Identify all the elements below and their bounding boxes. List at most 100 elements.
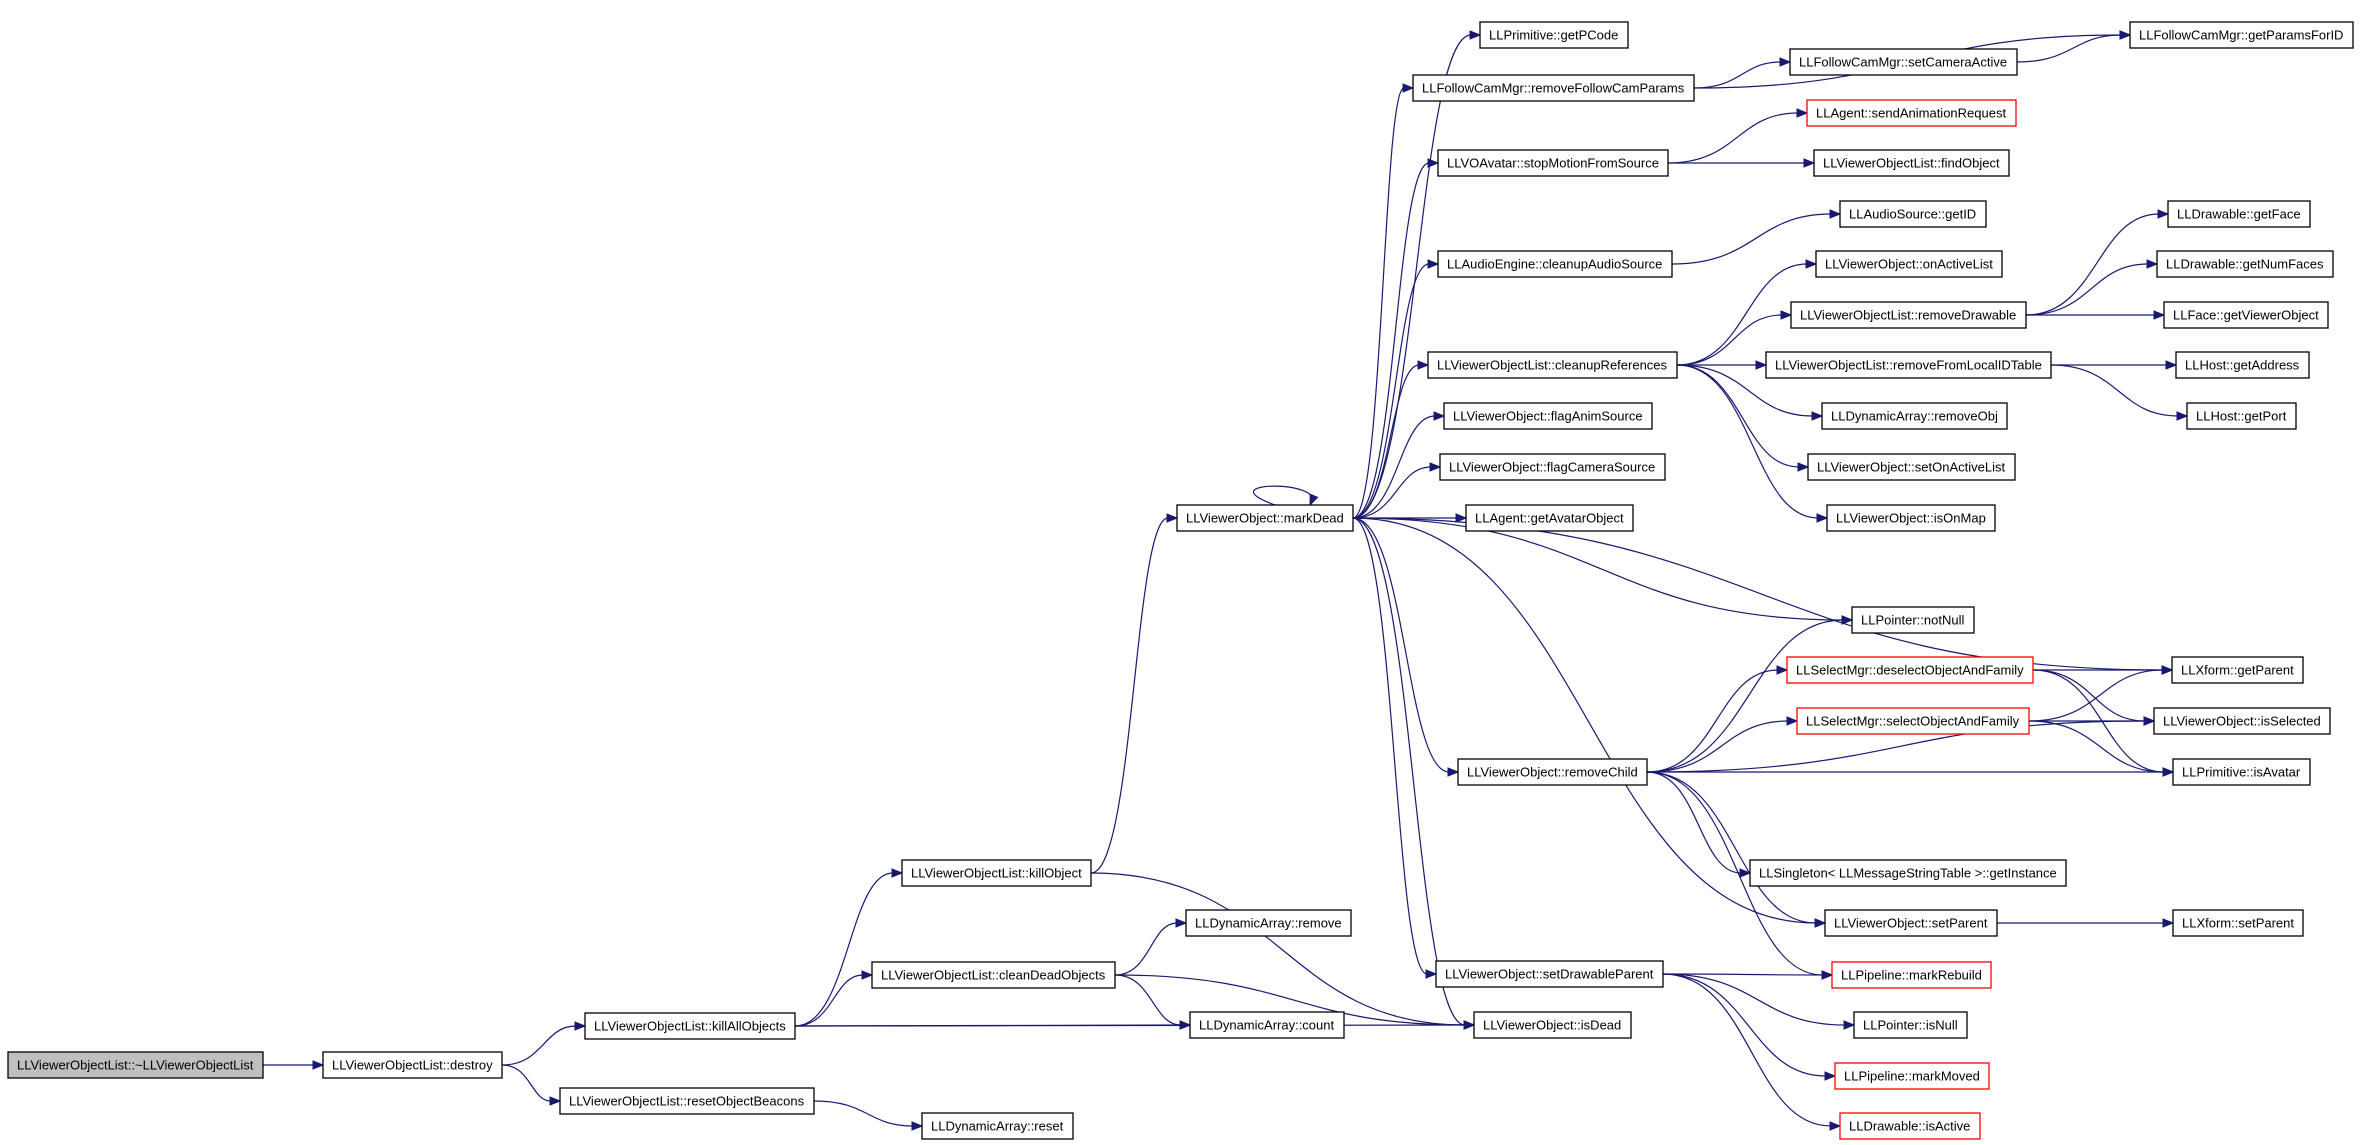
node-llxform-getparent[interactable]: LLXform::getParent (2171, 656, 2304, 684)
node-label: LLDrawable::getNumFaces (2166, 257, 2324, 272)
node-box (1465, 504, 1634, 532)
node-llviewerobjectlist-killallobjects[interactable]: LLViewerObjectList::killAllObjects (584, 1012, 796, 1040)
node-label: LLPointer::isNull (1863, 1018, 1958, 1033)
node-llhost-getaddress[interactable]: LLHost::getAddress (2175, 351, 2310, 379)
edge-n10-n16 (1352, 411, 1446, 519)
edge-n28-n44 (2026, 310, 2166, 320)
node-llpointer-isnull[interactable]: LLPointer::isNull (1853, 1011, 1968, 1039)
node-label: LLPrimitive::isAvatar (2182, 765, 2301, 780)
node-label: LLViewerObject::isSelected (2163, 714, 2321, 729)
edge-n19-n33 (1646, 615, 1854, 773)
node-llviewerobject-isdead[interactable]: LLViewerObject::isDead (1473, 1011, 1632, 1039)
edge-n15-n28 (1676, 310, 1793, 366)
edge-n15-n29 (1677, 360, 1768, 370)
node-box (2171, 656, 2304, 684)
node-llviewerobject-removechild[interactable]: LLViewerObject::removeChild (1457, 758, 1648, 786)
edge-n10-n12 (1352, 83, 1415, 519)
node-llpipeline-markmoved[interactable]: LLPipeline::markMoved (1834, 1062, 1990, 1090)
node-llhost-getport[interactable]: LLHost::getPort (2186, 402, 2297, 430)
node-llpipeline-markrebuild[interactable]: LLPipeline::markRebuild (1831, 961, 1992, 989)
node-box (1806, 99, 2017, 127)
node-lldynamicarray-remove[interactable]: LLDynamicArray::remove (1185, 909, 1352, 937)
node-llselectmgr-deselectobjectandfamily[interactable]: LLSelectMgr::deselectObjectAndFamily (1786, 656, 2034, 684)
node-box (2186, 402, 2297, 430)
node-box (901, 859, 1092, 887)
node-lldynamicarray-reset[interactable]: LLDynamicArray::reset (921, 1112, 1074, 1140)
node-box (2129, 21, 2354, 49)
edge-n19-n37 (1646, 771, 1827, 928)
node-box (1853, 1011, 1968, 1039)
node-label: LLViewerObject::setOnActiveList (1817, 460, 2005, 475)
node-llpointer-notnull[interactable]: LLPointer::notNull (1851, 606, 1975, 634)
edge-n20-n40 (1662, 973, 1837, 1081)
node-llviewerobjectlist-findobject[interactable]: LLViewerObjectList::findObject (1813, 149, 2010, 177)
node-box (921, 1112, 1074, 1140)
node-label: LLDynamicArray::removeObj (1831, 409, 1998, 424)
node-box (2172, 758, 2311, 786)
edge-n10-n13 (1352, 158, 1440, 519)
edge-n37-n50 (1996, 918, 2175, 928)
node-label: LLViewerObject::markDead (1186, 511, 1344, 526)
node-llfollowcammgr-removefollowcamparams[interactable]: LLFollowCamMgr::removeFollowCamParams (1412, 74, 1695, 102)
node-llviewerobjectlist-removefromlocalidtable[interactable]: LLViewerObjectList::removeFromLocalIDTab… (1765, 351, 2052, 379)
node-llaudioengine-cleanupaudiosource[interactable]: LLAudioEngine::cleanupAudioSource (1437, 250, 1673, 278)
node-llvoavatar-stopmotionfromsource[interactable]: LLVOAvatar::stopMotionFromSource (1437, 149, 1669, 177)
node-lldynamicarray-removeobj[interactable]: LLDynamicArray::removeObj (1821, 402, 2008, 430)
node-llxform-setparent[interactable]: LLXform::setParent (2172, 909, 2304, 937)
node-llfollowcammgr-setcameraactive[interactable]: LLFollowCamMgr::setCameraActive (1789, 48, 2018, 76)
node-label: LLViewerObjectList::removeDrawable (1800, 308, 2016, 323)
edge-n7-n8 (1114, 918, 1188, 976)
edge-n35-n48 (2029, 716, 2156, 726)
node-llviewerobject-isonmap[interactable]: LLViewerObject::isOnMap (1826, 504, 1996, 532)
node-llviewerobjectlist-destroy[interactable]: LLViewerObjectList::destroy (322, 1051, 503, 1079)
node-llviewerobject-setonactivelist[interactable]: LLViewerObject::setOnActiveList (1807, 453, 2016, 481)
node-box (2175, 351, 2310, 379)
node-box (1176, 504, 1354, 532)
edge-n15-n32 (1676, 364, 1829, 523)
node-label: LLDrawable::isActive (1849, 1119, 1970, 1134)
node-box (1786, 656, 2034, 684)
node-label: LLViewerObjectList::~LLViewerObjectList (17, 1058, 254, 1073)
node-llviewerobjectlist-cleandeadobjects[interactable]: LLViewerObjectList::cleanDeadObjects (871, 961, 1116, 989)
node-lldrawable-isactive[interactable]: LLDrawable::isActive (1839, 1112, 1981, 1140)
edge-n10-n47 (1352, 517, 2174, 675)
node-llface-getviewerobject[interactable]: LLFace::getViewerObject (2163, 301, 2329, 329)
node-llviewerobject-flaganimsource[interactable]: LLViewerObject::flagAnimSource (1443, 402, 1653, 430)
node-lldrawable-getnumfaces[interactable]: LLDrawable::getNumFaces (2156, 250, 2334, 278)
node-box (1789, 48, 2018, 76)
node-label: LLViewerObjectList::findObject (1823, 156, 2000, 171)
edge-n1-n2 (263, 1060, 325, 1070)
node-llviewerobjectlist-killobject[interactable]: LLViewerObjectList::killObject (901, 859, 1092, 887)
node-llfollowcammgr-getparamsforid[interactable]: LLFollowCamMgr::getParamsForID (2129, 21, 2354, 49)
node-llprimitive-getpcode[interactable]: LLPrimitive::getPCode (1479, 21, 1629, 49)
node-llviewerobjectlist-cleanupreferences[interactable]: LLViewerObjectList::cleanupReferences (1427, 351, 1678, 379)
node-label: LLSelectMgr::selectObjectAndFamily (1806, 714, 2020, 729)
node-lldynamicarray-count[interactable]: LLDynamicArray::count (1189, 1011, 1345, 1039)
node-llaudiosource-getid[interactable]: LLAudioSource::getID (1839, 200, 1987, 228)
node-llagent-getavatarobject[interactable]: LLAgent::getAvatarObject (1465, 504, 1634, 532)
node-llselectmgr-selectobjectandfamily[interactable]: LLSelectMgr::selectObjectAndFamily (1796, 707, 2030, 735)
node-label: LLViewerObject::flagAnimSource (1453, 409, 1643, 424)
edge-n10-n15 (1352, 360, 1430, 519)
node-llviewerobject-setdrawableparent[interactable]: LLViewerObject::setDrawableParent (1435, 960, 1664, 988)
node-lldrawable-getface[interactable]: LLDrawable::getFace (2167, 200, 2311, 228)
node-llviewerobjectlist-llviewerobjectlist[interactable]: LLViewerObjectList::~LLViewerObjectList (7, 1051, 264, 1079)
node-box (1796, 707, 2030, 735)
node-label: LLViewerObjectList::destroy (332, 1058, 493, 1073)
node-label: LLViewerObjectList::cleanDeadObjects (881, 968, 1106, 983)
node-llviewerobject-isselected[interactable]: LLViewerObject::isSelected (2153, 707, 2331, 735)
node-box (1815, 250, 2003, 278)
node-llviewerobject-setparent[interactable]: LLViewerObject::setParent (1824, 909, 1998, 937)
node-llsingleton-llmessagestringtable-getinstance[interactable]: LLSingleton< LLMessageStringTable >::get… (1749, 859, 2067, 887)
node-llviewerobjectlist-removedrawable[interactable]: LLViewerObjectList::removeDrawable (1790, 301, 2027, 329)
node-llprimitive-isavatar[interactable]: LLPrimitive::isAvatar (2172, 758, 2311, 786)
node-llviewerobject-flagcamerasource[interactable]: LLViewerObject::flagCameraSource (1439, 453, 1666, 481)
node-box (1439, 453, 1666, 481)
node-llviewerobjectlist-resetobjectbeacons[interactable]: LLViewerObjectList::resetObjectBeacons (559, 1087, 815, 1115)
node-llviewerobject-markdead[interactable]: LLViewerObject::markDead (1176, 504, 1354, 532)
node-llviewerobject-onactivelist[interactable]: LLViewerObject::onActiveList (1815, 250, 2003, 278)
edge-n29-n46 (2050, 364, 2189, 421)
node-llagent-sendanimationrequest[interactable]: LLAgent::sendAnimationRequest (1806, 99, 2017, 127)
node-label: LLViewerObject::onActiveList (1825, 257, 1993, 272)
